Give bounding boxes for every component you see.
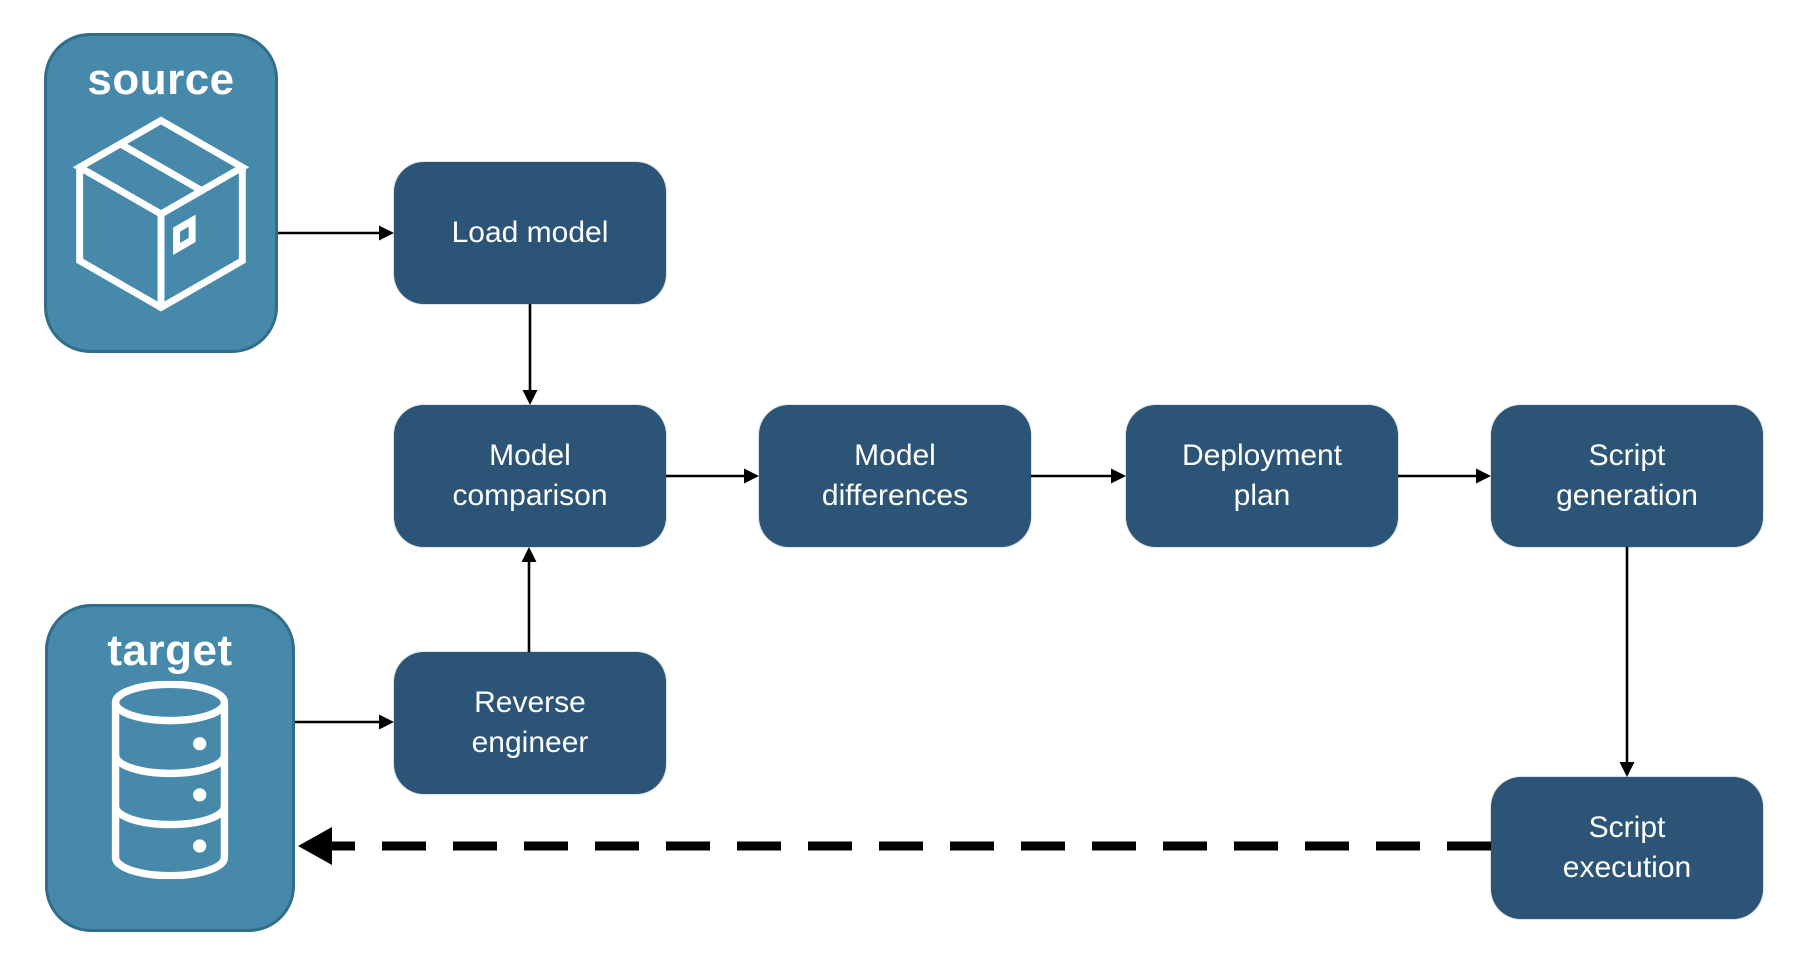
target-panel: target — [45, 604, 295, 932]
package-icon — [71, 110, 251, 323]
node-model-comparison: Model comparison — [394, 405, 666, 547]
node-load-model: Load model — [394, 162, 666, 304]
node-script-execution: Script execution — [1491, 777, 1763, 919]
edge-model-differences-to-deployment-plan — [1031, 468, 1126, 484]
node-reverse-engineer: Reverse engineer — [394, 652, 666, 794]
edge-deployment-plan-to-script-generation — [1398, 468, 1491, 484]
node-model-differences-label: Model differences — [821, 439, 969, 512]
node-deployment-plan-label: Deployment plan — [1181, 439, 1343, 512]
node-deployment-plan: Deployment plan — [1126, 405, 1398, 547]
node-script-execution-label: Script execution — [1562, 811, 1692, 884]
source-panel: source — [44, 33, 278, 353]
node-model-differences: Model differences — [759, 405, 1031, 547]
edge-load-model-to-model-comparison — [522, 304, 538, 405]
node-script-generation: Script generation — [1491, 405, 1763, 547]
node-model-comparison-label: Model comparison — [452, 439, 608, 512]
node-load-model-label: Load model — [451, 216, 609, 250]
edge-script-generation-to-script-execution — [1619, 547, 1635, 777]
target-panel-label: target — [107, 626, 233, 675]
source-panel-label: source — [87, 55, 235, 104]
database-icon — [95, 680, 245, 884]
edge-target-to-reverse-engineer — [295, 714, 394, 730]
edge-source-to-load-model — [278, 225, 394, 241]
node-script-generation-label: Script generation — [1556, 439, 1698, 512]
edge-model-comparison-to-model-differences — [666, 468, 759, 484]
edge-script-execution-to-target — [298, 827, 1491, 865]
edge-reverse-engineer-to-model-comparison — [521, 547, 537, 652]
node-reverse-engineer-label: Reverse engineer — [471, 686, 589, 759]
